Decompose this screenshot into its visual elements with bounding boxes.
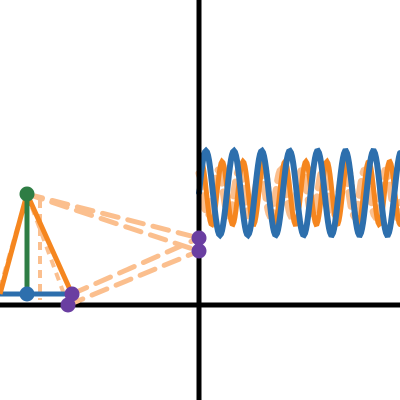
projection-line xyxy=(24,191,202,254)
projection-lines xyxy=(24,191,202,308)
apex-point[interactable] xyxy=(19,186,35,202)
triangle-left-side xyxy=(0,193,30,295)
height-foot-point[interactable] xyxy=(19,286,35,302)
triangle-right-side xyxy=(24,192,75,296)
blue-wave xyxy=(196,146,400,240)
projection-line xyxy=(69,235,202,297)
projection-point[interactable] xyxy=(60,297,76,313)
projection-point[interactable] xyxy=(191,243,207,259)
projection-point[interactable] xyxy=(191,230,207,246)
projection-line xyxy=(65,248,202,308)
